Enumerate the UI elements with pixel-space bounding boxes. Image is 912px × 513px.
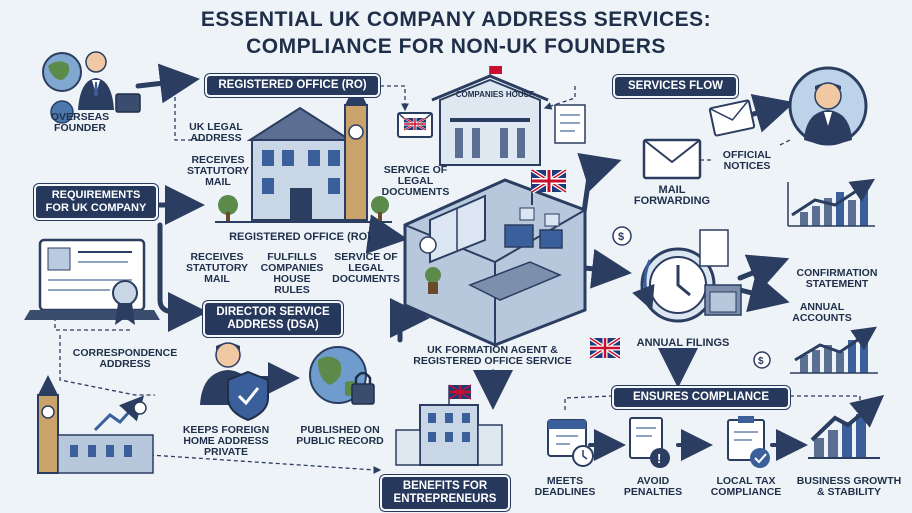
formation-agent-label: UK FORMATION AGENT & REGISTERED OFFICE S… (413, 344, 572, 367)
receives-statutory-mail-label-top: RECEIVES STATUTORY MAIL (186, 154, 250, 188)
receives-statutory-mail-label: RECEIVES STATUTORY MAIL (185, 251, 249, 285)
fulfills-companies-house-rules-label: FULFILLS COMPANIES HOUSE RULES (260, 251, 324, 296)
svg-text:!: ! (657, 451, 661, 466)
globe-lock-icon (309, 346, 375, 405)
growth-chart-icon-bottom: $ (753, 326, 878, 374)
svg-text:$: $ (758, 356, 764, 367)
growth-chart-icon-top (787, 178, 876, 227)
warning-document-icon: ! (629, 417, 670, 468)
companies-house-building-icon (431, 66, 586, 166)
uk-flag-icon-small (588, 336, 622, 360)
confirmation-statement-label: CONFIRMATION STATEMENT (796, 267, 878, 290)
registered-office-building-icon (215, 82, 392, 223)
uk-envelope-icon (397, 112, 433, 138)
avoid-penalties-label: AVOID PENALTIES (623, 475, 683, 498)
director-service-address-pill: DIRECTOR SERVICE ADDRESS (DSA) (203, 301, 343, 337)
correspondence-address-label: CORRESPONDENCE ADDRESS (72, 347, 178, 370)
mail-forwarding-label: MAIL FORWARDING (633, 184, 711, 207)
registered-office-pill: REGISTERED OFFICE (RO) (205, 74, 380, 97)
page-title-line-1: ESSENTIAL UK COMPANY ADDRESS SERVICES: (200, 8, 712, 31)
uk-legal-address-label: UK LEGAL ADDRESS (189, 121, 243, 144)
keeps-address-private-label: KEEPS FOREIGN HOME ADDRESS PRIVATE (182, 424, 270, 458)
benefits-building-icon (395, 384, 503, 466)
annual-accounts-label: ANNUAL ACCOUNTS (792, 301, 852, 324)
advisor-avatar (788, 66, 868, 146)
service-legal-documents-label: SERVICE OF LEGAL DOCUMENTS (332, 251, 400, 285)
mail-envelope-icon: $ (612, 99, 756, 246)
overseas-founder-label: OVERSEAS FOUNDER (50, 111, 110, 134)
uk-flag-icon (530, 168, 568, 205)
local-tax-compliance-label: LOCAL TAX COMPLIANCE (710, 475, 782, 498)
ensures-compliance-pill: ENSURES COMPLIANCE (612, 386, 790, 409)
service-legal-documents-label-top: SERVICE OF LEGAL DOCUMENTS (381, 164, 450, 198)
business-growth-icon (808, 394, 885, 459)
tax-checklist-icon (727, 416, 770, 468)
svg-text:$: $ (618, 231, 624, 243)
dashed-connectors (54, 85, 861, 474)
director-privacy-icon (200, 342, 269, 422)
formation-agent-office-icon (403, 178, 587, 347)
business-growth-label: BUSINESS GROWTH & STABILITY (796, 475, 902, 498)
services-flow-pill: SERVICES FLOW (613, 75, 738, 98)
page-title-line-2: COMPLIANCE FOR NON-UK FOUNDERS (246, 35, 666, 58)
requirements-pill: REQUIREMENTS FOR UK COMPANY (34, 184, 158, 220)
flow-arrows (135, 63, 808, 461)
annual-filings-label: ANNUAL FILINGS (636, 337, 730, 349)
meets-deadlines-label: MEETS DEADLINES (534, 475, 596, 498)
london-skyline-icon (37, 375, 154, 474)
laptop-certificate-icon (24, 238, 160, 325)
published-public-record-label: PUBLISHED ON PUBLIC RECORD (296, 424, 384, 447)
official-notices-label: OFFICIAL NOTICES (722, 149, 772, 172)
calendar-clock-icon (547, 419, 594, 467)
benefits-entrepreneurs-pill: BENEFITS FOR ENTREPRENEURS (380, 475, 510, 511)
registered-office-label: REGISTERED OFFICE (RO) (229, 231, 371, 243)
overseas-founder-icon (42, 51, 141, 124)
annual-filings-clock-icon (632, 229, 742, 323)
companies-house-label: COMPANIES HOUSE (455, 90, 535, 99)
